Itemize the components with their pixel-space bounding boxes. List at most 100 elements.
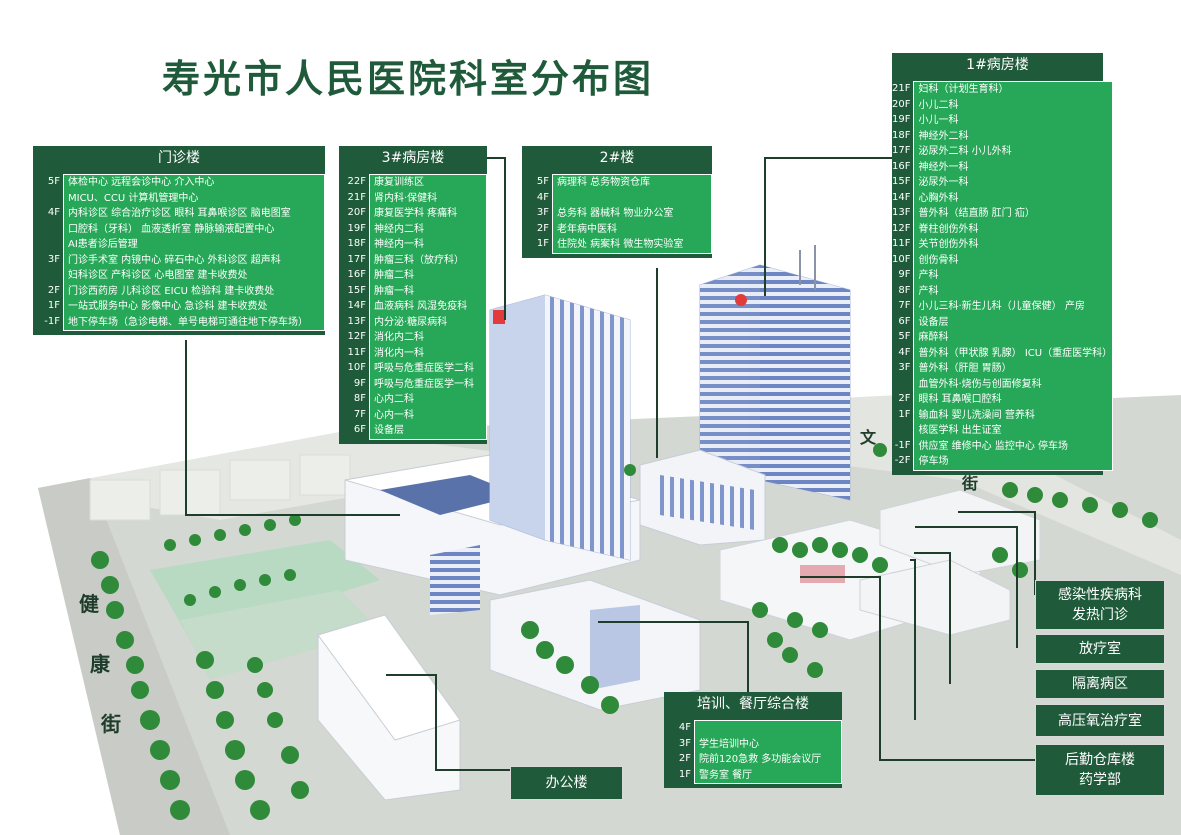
hyperbaric-oxygen-text: 高压氧治疗室 xyxy=(1058,712,1142,729)
ward1-department-entry: 关节创伤外科 xyxy=(918,239,979,250)
ward1-floor-label: 3F xyxy=(898,362,911,373)
ward3-floor-label: 20F xyxy=(347,207,366,218)
ward1-department-entry: 脊柱创伤外科 xyxy=(918,223,979,235)
ward3-floor-label: 21F xyxy=(347,191,366,203)
ward3-floor-label: 13F xyxy=(347,315,366,327)
ward3-department-entry: 肿瘤二科 xyxy=(374,270,414,281)
ward1-department-entry: 麻醉科 xyxy=(918,332,949,343)
ward1-floor-label: 15F xyxy=(892,176,911,187)
ward1-floor-label xyxy=(892,376,910,392)
ward3-department-entry: 康复训练区 xyxy=(374,177,424,188)
outpatient-floor-label: 1F xyxy=(47,300,60,311)
ward1-floor-label: 1F xyxy=(898,408,911,420)
outpatient-department-entry: 内科诊区 综合治疗诊区 眼科 耳鼻喉诊区 脑电图室 xyxy=(68,208,291,219)
ward3-department-entry: 肿瘤三科（放疗科） xyxy=(374,254,464,266)
pharmacy-dept-text: 药学部 xyxy=(1079,772,1121,788)
ward3-department-entry: 消化内二科 xyxy=(374,332,424,343)
office-building-text: 办公楼 xyxy=(545,775,588,791)
ward3-title: 3#病房楼 xyxy=(339,146,487,170)
ward3-floor-label: 19F xyxy=(347,222,366,234)
hyperbaric-oxygen-label: 高压氧治疗室 xyxy=(1035,704,1165,737)
ward1-floor-label: -2F xyxy=(894,455,911,466)
street-char-kang: 康 xyxy=(90,652,110,676)
ward1-title: 1#病房楼 xyxy=(892,53,1103,77)
ward1-department-entry: 小儿三科·新生儿科（儿童保健） 产房 xyxy=(918,301,1085,312)
outpatient-floor-label xyxy=(33,221,60,237)
ward1-floor-label: 18F xyxy=(892,129,911,141)
infectious-disease-text: 感染性疾病科 xyxy=(1058,587,1142,603)
training-floor-label: 2F xyxy=(678,753,691,764)
building2-department-entry: 老年病中医科 xyxy=(557,223,617,235)
ward1-department-entry: 停车场 xyxy=(918,456,949,467)
ward1-department-entry: 普外科（甲状腺 乳腺） ICU（重症医学科） xyxy=(918,347,1113,359)
ward1-floor-label: 4F xyxy=(898,346,911,358)
ward3-floor-label: 7F xyxy=(353,408,366,420)
ward1-floor-label: 17F xyxy=(892,145,911,156)
ward3-floor-label: 17F xyxy=(347,253,366,265)
ward3-department-entry: 呼吸与危重症医学二科 xyxy=(374,363,474,374)
building2-dept-col: 病理科 总务物资仓库总务科 器械科 物业办公室老年病中医科住院处 病案科 微生物… xyxy=(552,174,712,254)
street-char-wen: 文 xyxy=(860,428,877,447)
ward1-department-entry: 神经外一科 xyxy=(918,161,969,173)
ward3-department-entry: 心内一科 xyxy=(374,409,414,421)
ward3-department-entry: 设备层 xyxy=(374,425,404,436)
ward3-floor-label: 16F xyxy=(347,269,366,280)
ward1-department-entry: 妇科（计划生育科） xyxy=(918,84,1009,95)
infectious-disease-label: 感染性疾病科 发热门诊 xyxy=(1035,580,1165,630)
ward1-floor-label xyxy=(892,422,910,438)
ward3-department-entry: 康复医学科 疼痛科 xyxy=(374,208,458,219)
ward1-floor-label: -1F xyxy=(894,439,911,451)
ward1-department-entry: 输血科 婴儿洗澡间 营养科 xyxy=(918,409,1035,421)
ward1-department-entry: 泌尿外二科 小儿外科 xyxy=(918,146,1012,157)
outpatient-department-entry: 门诊手术室 内镜中心 碎石中心 外科诊区 超声科 xyxy=(68,254,281,266)
ward1-floor-label: 12F xyxy=(892,222,911,234)
training-floor-label: 3F xyxy=(678,737,691,749)
ward1-floor-label: 11F xyxy=(892,238,911,249)
street-char-jian: 健 xyxy=(79,592,99,616)
building2-department-entry: 住院处 病案科 微生物实验室 xyxy=(557,239,684,250)
training-dept-col: 学生培训中心院前120急救 多功能会议厅警务室 餐厅 xyxy=(694,720,842,784)
outpatient-floor-label: 5F xyxy=(47,176,60,187)
street-char-jie: 街 xyxy=(101,712,121,736)
ward1-department-entry: 设备层 xyxy=(918,316,949,328)
ward3-floor-label: 10F xyxy=(347,362,366,373)
ward3-floor-label: 9F xyxy=(353,377,366,389)
ward1-department-entry: 供应室 维修中心 监控中心 停车场 xyxy=(918,440,1069,452)
ward1-floor-label: 19F xyxy=(892,114,911,125)
outpatient-floor-label: 3F xyxy=(47,253,60,265)
training-department-entry: 警务室 餐厅 xyxy=(699,769,753,781)
outpatient-department-entry: MICU、CCU 计算机管理中心 xyxy=(68,192,199,204)
outpatient-department-entry: 一站式服务中心 影像中心 急诊科 建卡收费处 xyxy=(68,301,268,312)
training-floor-label: 1F xyxy=(678,768,691,780)
ward1-floor-label: 13F xyxy=(892,207,911,218)
logistics-warehouse-label: 后勤仓库楼 药学部 xyxy=(1035,744,1165,796)
ward1-department-entry: 血管外科·烧伤与创面修复科 xyxy=(918,378,1042,390)
leader-lines xyxy=(185,157,1036,771)
fever-clinic-text: 发热门诊 xyxy=(1072,607,1128,623)
ward3-floor-label: 22F xyxy=(347,176,366,187)
trees xyxy=(91,443,1158,820)
ward3-department-entry: 消化内一科 xyxy=(374,347,424,359)
training-department-entry xyxy=(699,721,841,737)
ward1-floor-label: 16F xyxy=(892,160,911,172)
isolation-ward-label: 隔离病区 xyxy=(1035,669,1165,699)
ward3-floor-label: 11F xyxy=(347,346,366,358)
radiotherapy-text: 放疗室 xyxy=(1079,641,1121,657)
ward3-department-entry: 心内二科 xyxy=(374,394,414,405)
outpatient-department-entry: 妇科诊区 产科诊区 心电图室 建卡收费处 xyxy=(68,270,248,281)
building2-floor-label: 3F xyxy=(536,207,549,218)
training-title: 培训、餐厅综合楼 xyxy=(664,692,842,716)
outpatient-title: 门诊楼 xyxy=(33,146,325,170)
logistics-warehouse-text: 后勤仓库楼 xyxy=(1065,752,1135,768)
ward1-department-entry: 普外科（结直肠 肛门 疝） xyxy=(918,208,1035,219)
